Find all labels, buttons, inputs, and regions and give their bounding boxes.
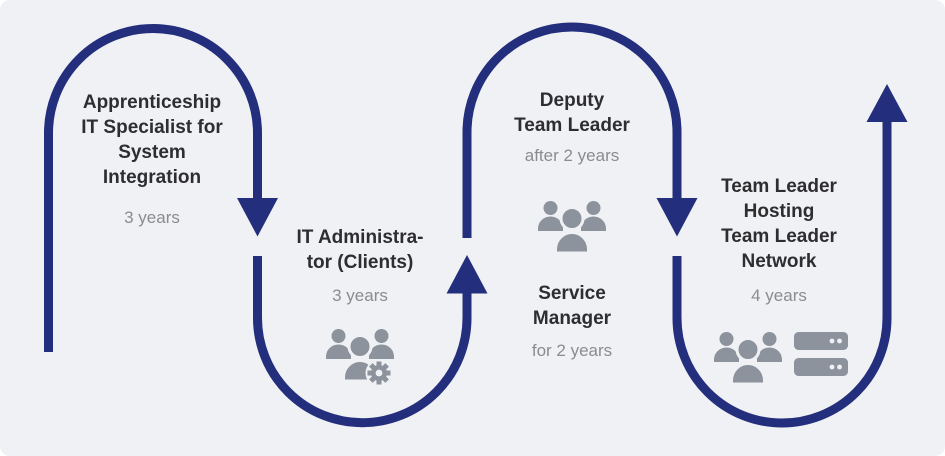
station-duration: 3 years (332, 286, 388, 305)
station-title: Deputy Team Leader (514, 90, 630, 136)
station-team-leader: Team Leader Hosting Team Leader Network … (679, 174, 879, 308)
station-title: Service Manager (532, 283, 612, 329)
station-duration: for 2 years (531, 341, 613, 360)
station-title: IT Administra- tor (Clients) (296, 227, 424, 273)
server-stack-icon (794, 332, 848, 376)
flow-segment-1 (44, 24, 262, 352)
flow-segment-2 (253, 256, 472, 428)
station-apprenticeship: Apprenticeship IT Specialist for System … (42, 90, 262, 230)
arrow-down-icon (237, 198, 278, 237)
team-icon (714, 332, 782, 384)
flow-segment-3 (462, 22, 682, 238)
station-service-manager: Service Manager for 2 years (472, 281, 672, 363)
arrow-down-icon (656, 198, 698, 237)
arrow-up-icon (866, 84, 908, 122)
station-duration: after 2 years (524, 146, 620, 165)
arrow-up-icon (446, 255, 488, 294)
station-it-administrator: IT Administra- tor (Clients) 3 years (260, 225, 460, 308)
flow-segment-4 (672, 121, 892, 428)
team-icon (538, 201, 606, 253)
station-deputy-team-leader: Deputy Team Leader after 2 years (472, 88, 672, 168)
station-duration: 3 years (124, 208, 180, 227)
station-duration: 4 years (751, 286, 807, 305)
station-title: Team Leader Hosting Team Leader Network (721, 176, 837, 272)
gear-icon (365, 359, 393, 387)
station-title: Apprenticeship IT Specialist for System … (81, 92, 223, 188)
team-gear-icon (326, 329, 394, 387)
